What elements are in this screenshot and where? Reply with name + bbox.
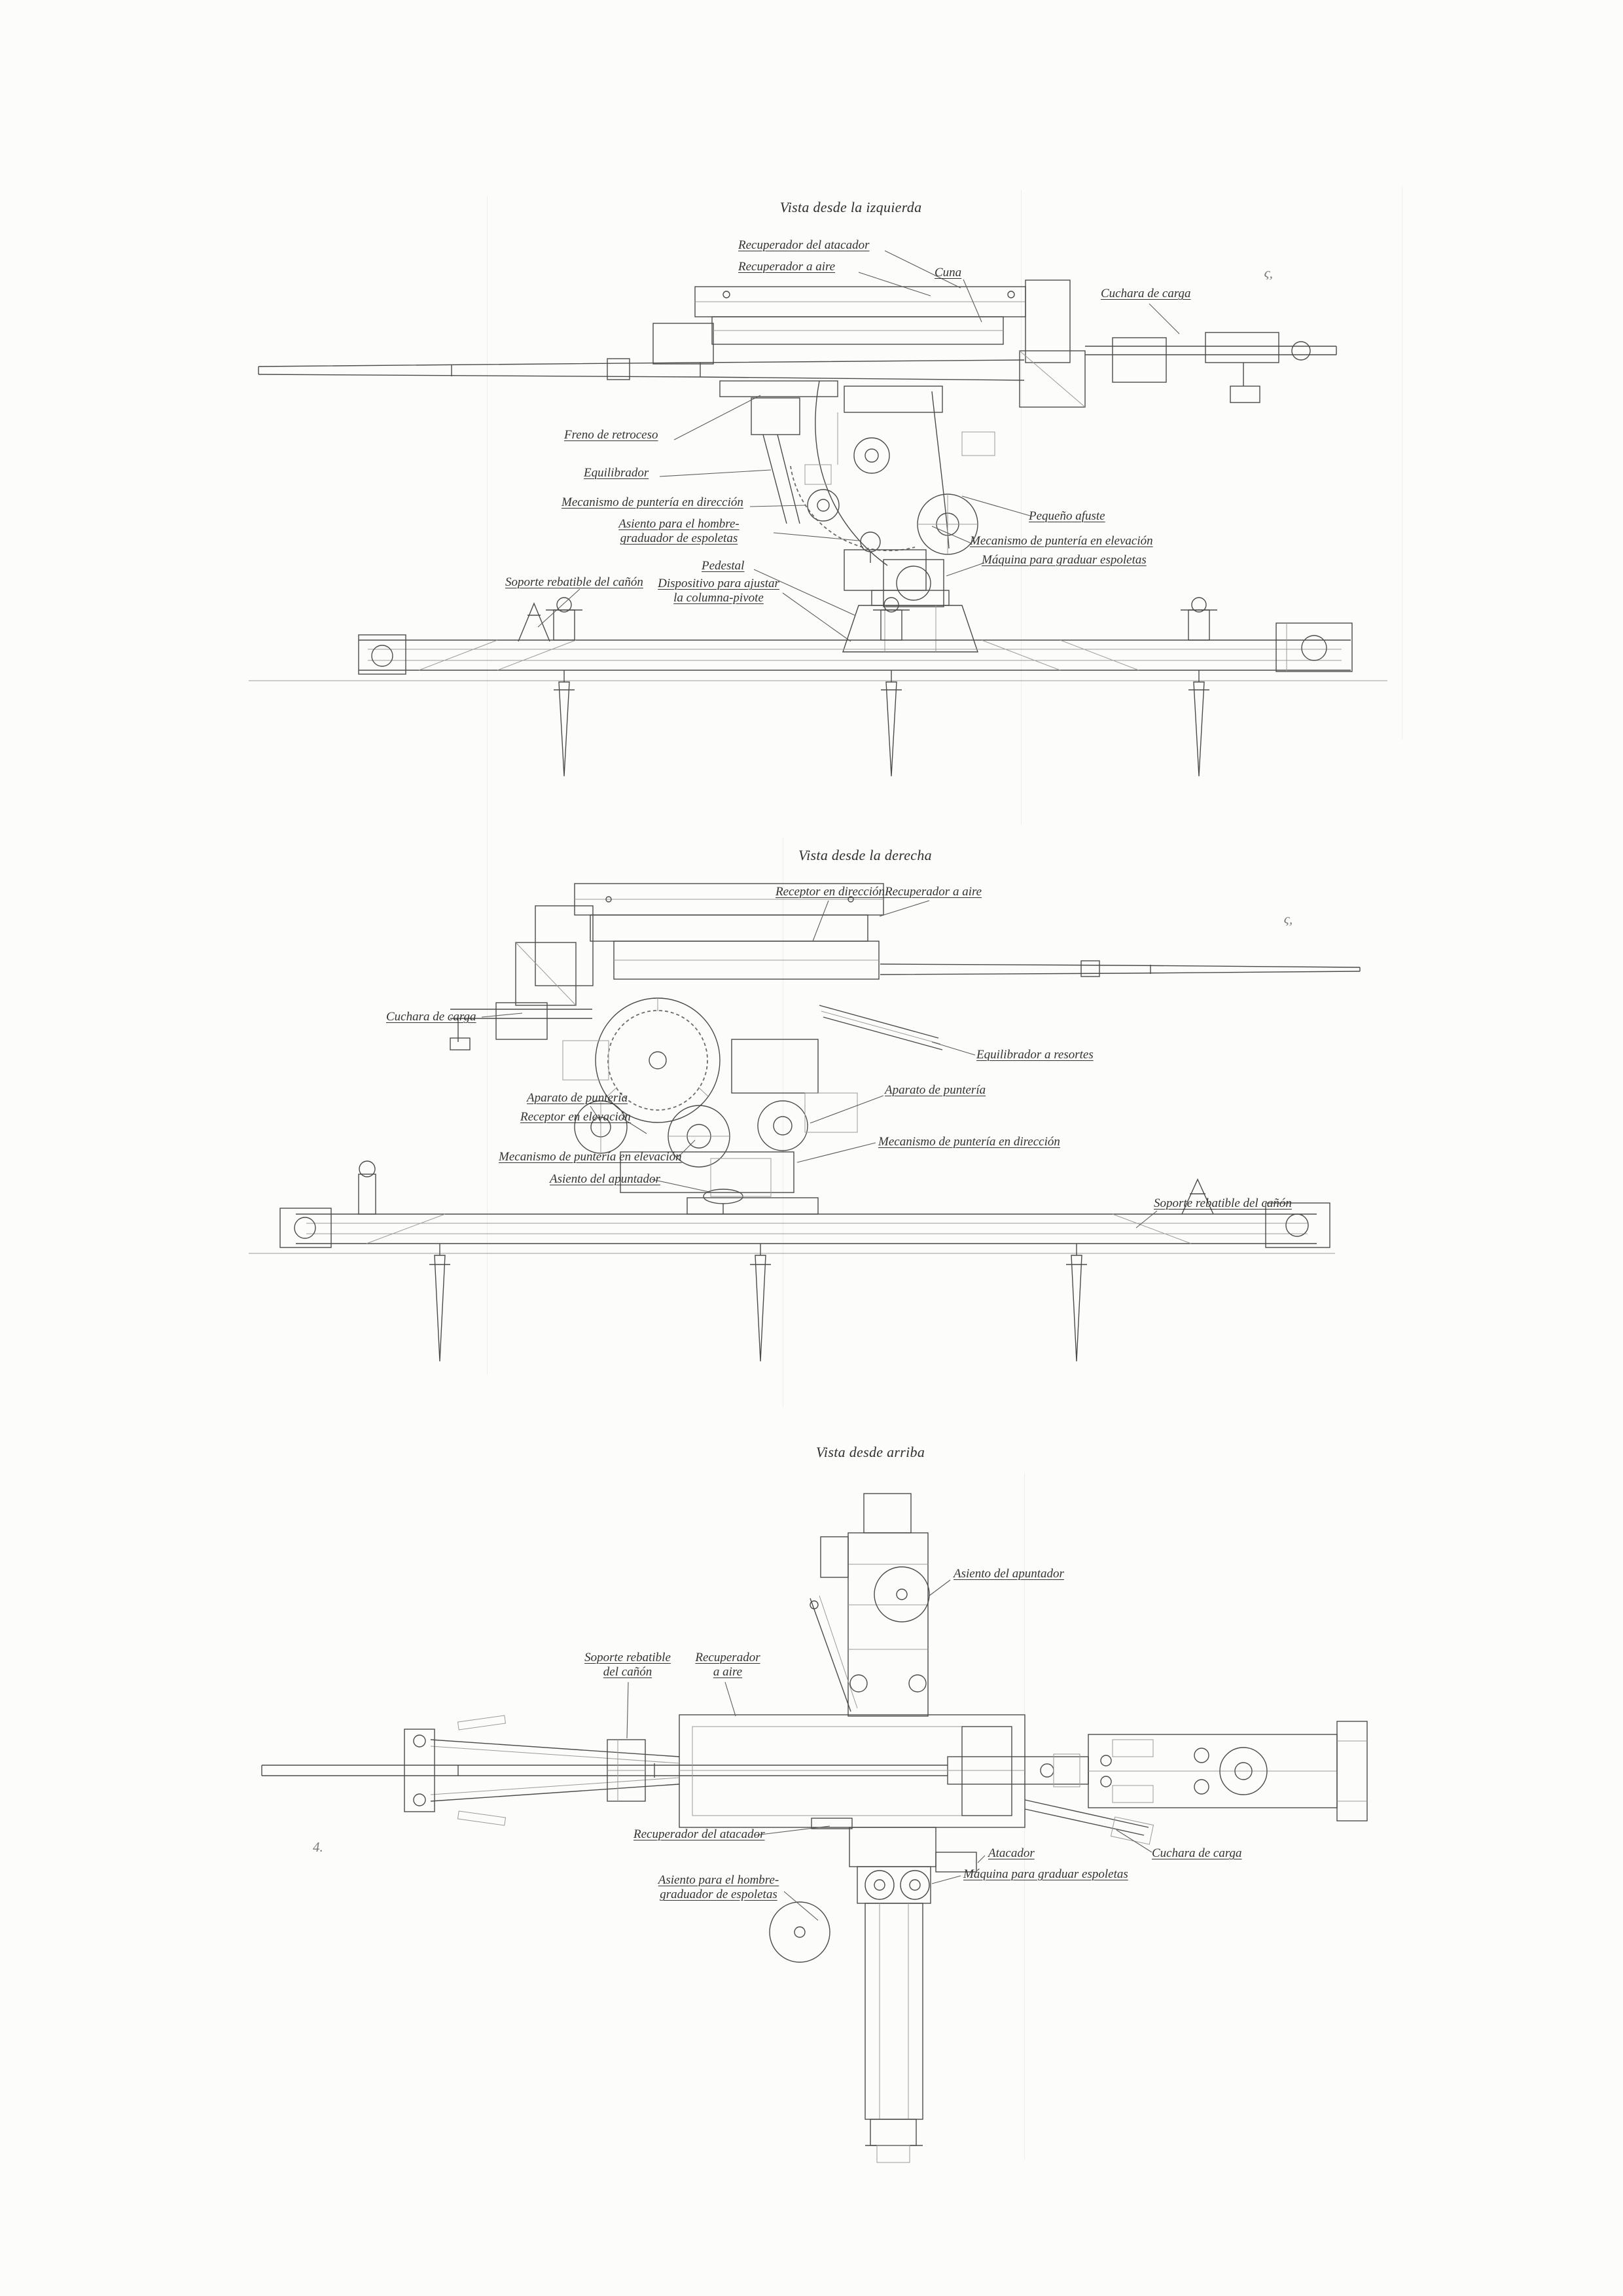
gun-barrel [258, 358, 1025, 381]
right-carriage-frame [1088, 1721, 1368, 1821]
v1-lbl-equilibrador: Equilibrador [584, 466, 649, 480]
v3-lbl-recuperador-del-atacador: Recuperador del atacador [633, 1827, 765, 1841]
rammer-rail [811, 1818, 853, 1829]
v1-lbl-cuna: Cuna [935, 266, 962, 279]
v1-lbl-mecanismo-punteria-elevacion: Mecanismo de puntería en elevación [970, 534, 1153, 548]
v1-lbl-pedestal: Pedestal [702, 559, 745, 573]
v1-lbl-recuperador-del-atacador: Recuperador del atacador [738, 238, 870, 252]
v3-lbl-cuchara-de-carga: Cuchara de carga [1152, 1846, 1242, 1860]
view-title-left: Vista desde la izquierda [779, 199, 922, 215]
v2-lbl-aparato-de-punteria-der: Aparato de puntería [885, 1083, 986, 1097]
v1-lbl-maquina-graduar-espoletas: Máquina para graduar espoletas [982, 553, 1147, 567]
v1-lbl-asiento-hombre-graduador: Asiento para el hombre- graduador de esp… [618, 517, 740, 546]
v2-lbl-aparato-de-punteria-izq: Aparato de puntería [527, 1091, 628, 1105]
left-view-drawing [249, 250, 1387, 777]
view-title-right: Vista desde la derecha [798, 847, 932, 863]
v2-lbl-mecanismo-punteria-elevacion: Mecanismo de puntería en elevación [499, 1150, 682, 1164]
elevation-gear-cluster [562, 997, 858, 1193]
v1-lbl-dispositivo-columna-pivote: Dispositivo para ajustar la columna-pivo… [658, 577, 779, 605]
pedestal [842, 590, 978, 653]
cruciform-platform [249, 622, 1387, 681]
fold-line [487, 196, 488, 1374]
leader-lines [481, 900, 1158, 1229]
v2-lbl-soporte-rebatible: Soporte rebatible del cañón [1154, 1196, 1292, 1210]
v3-lbl-recuperador-a-aire: Recuperador a aire [695, 1651, 760, 1679]
v3-lbl-maquina-graduar-espoletas: Máquina para graduar espoletas [963, 1867, 1128, 1881]
v1-lbl-mecanismo-punteria-direccion: Mecanismo de puntería en dirección [562, 495, 743, 509]
pencil-mark: 4. [313, 1839, 323, 1855]
v3-lbl-atacador: Atacador [988, 1846, 1035, 1860]
cradle [613, 941, 880, 980]
v1-lbl-recuperador-a-aire: Recuperador a aire [738, 260, 836, 274]
gunner-seat [703, 1158, 772, 1214]
v2-lbl-recuperador-a-aire: Recuperador a aire [885, 885, 982, 899]
v3-lbl-asiento-hombre-graduador: Asiento para el hombre- graduador de esp… [658, 1873, 779, 1902]
top-view-drawing [261, 1493, 1368, 2163]
view-left-section: Vista desde la izquierda Recuperador del… [0, 183, 1623, 838]
view-title-top: Vista desde arriba [815, 1444, 925, 1460]
equilibrator-springs [819, 1005, 943, 1050]
barrel-travel-lock [607, 1739, 646, 1802]
v2-lbl-equilibrador-a-resortes: Equilibrador a resortes [976, 1048, 1094, 1062]
upper-director-column [810, 1493, 930, 1717]
v1-lbl-pequeno-afuste: Pequeño afuste [1029, 509, 1105, 523]
v2-lbl-asiento-del-apuntador: Asiento del apuntador [550, 1172, 660, 1186]
ground-stakes [554, 670, 1209, 777]
v2-lbl-receptor-en-direccion: Receptor en dirección [776, 885, 885, 899]
leader-lines [537, 250, 1180, 642]
barrel-travel-lock [1181, 1178, 1214, 1215]
view-right-section: Vista desde la derecha Receptor en direc… [0, 844, 1623, 1427]
left-jack [358, 1160, 376, 1215]
fold-line [1021, 190, 1022, 825]
v2-lbl-mecanismo-punteria-direccion: Mecanismo de puntería en dirección [878, 1135, 1060, 1149]
v2-lbl-receptor-en-elevacion: Receptor en elevación [520, 1110, 631, 1124]
v1-lbl-cuchara-de-carga: Cuchara de carga [1101, 287, 1191, 300]
v1-lbl-soporte-rebatible: Soporte rebatible del cañón [505, 575, 643, 589]
left-outrigger-arms [404, 1715, 680, 1826]
loading-tray [450, 1002, 592, 1050]
v3-lbl-soporte-rebatible: Soporte rebatible del cañón [584, 1651, 671, 1679]
upper-carriage [719, 380, 995, 607]
view-top-section: Vista desde arriba Asiento del apuntador… [0, 1433, 1623, 2245]
v2-lbl-cuchara-de-carga: Cuchara de carga [386, 1010, 476, 1024]
leader-lines [626, 1579, 1152, 1921]
gun-barrel [880, 960, 1361, 977]
recuperator-assembly [652, 279, 1071, 365]
fuze-setter-assembly [769, 1827, 936, 2163]
v1-lbl-freno-de-retroceso: Freno de retroceso [564, 428, 658, 442]
central-mount-body [679, 1714, 1080, 1828]
loading-tray [1085, 332, 1337, 403]
right-view-drawing [249, 883, 1361, 1362]
leveling-jacks [546, 597, 1217, 641]
v3-lbl-asiento-del-apuntador: Asiento del apuntador [954, 1567, 1064, 1581]
breech-block [1019, 350, 1086, 408]
ground-stakes [429, 1244, 1087, 1362]
loading-tray [1024, 1799, 1154, 1845]
cruciform-platform [249, 1202, 1335, 1254]
barrel-travel-lock [518, 602, 550, 642]
breech-block [515, 942, 577, 1006]
